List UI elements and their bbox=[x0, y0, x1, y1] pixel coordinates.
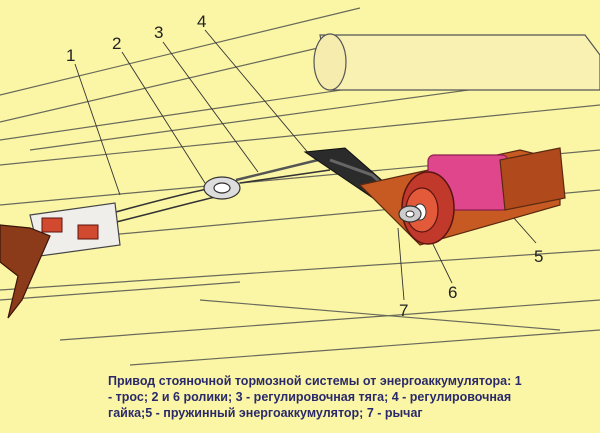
label-2: 2 bbox=[112, 34, 121, 53]
label-1: 1 bbox=[66, 46, 75, 65]
label-5: 5 bbox=[534, 247, 543, 266]
figure-caption: Привод стояночной тормозной системы от э… bbox=[108, 373, 556, 421]
cable-clamp bbox=[29, 202, 121, 257]
part-numbers: 1 2 3 4 5 6 7 bbox=[66, 12, 543, 320]
roller-6 bbox=[398, 205, 422, 223]
adjusting-rod bbox=[235, 158, 319, 182]
caption-line-3: гайка;5 - пружинный энергоаккумулятор; 7… bbox=[108, 406, 423, 420]
left-bracket bbox=[0, 224, 51, 319]
caption-line-2: - трос; 2 и 6 ролики; 3 - регулировочная… bbox=[108, 390, 512, 404]
leader-lines bbox=[74, 29, 537, 301]
label-4: 4 bbox=[197, 12, 206, 31]
caption-line-1: Привод стояночной тормозной системы от э… bbox=[108, 374, 522, 388]
roller-2 bbox=[203, 176, 241, 200]
label-3: 3 bbox=[154, 23, 163, 42]
crossmember-tube bbox=[313, 33, 600, 91]
label-7: 7 bbox=[399, 301, 408, 320]
label-6: 6 bbox=[448, 283, 457, 302]
spring-accumulator bbox=[358, 147, 566, 246]
